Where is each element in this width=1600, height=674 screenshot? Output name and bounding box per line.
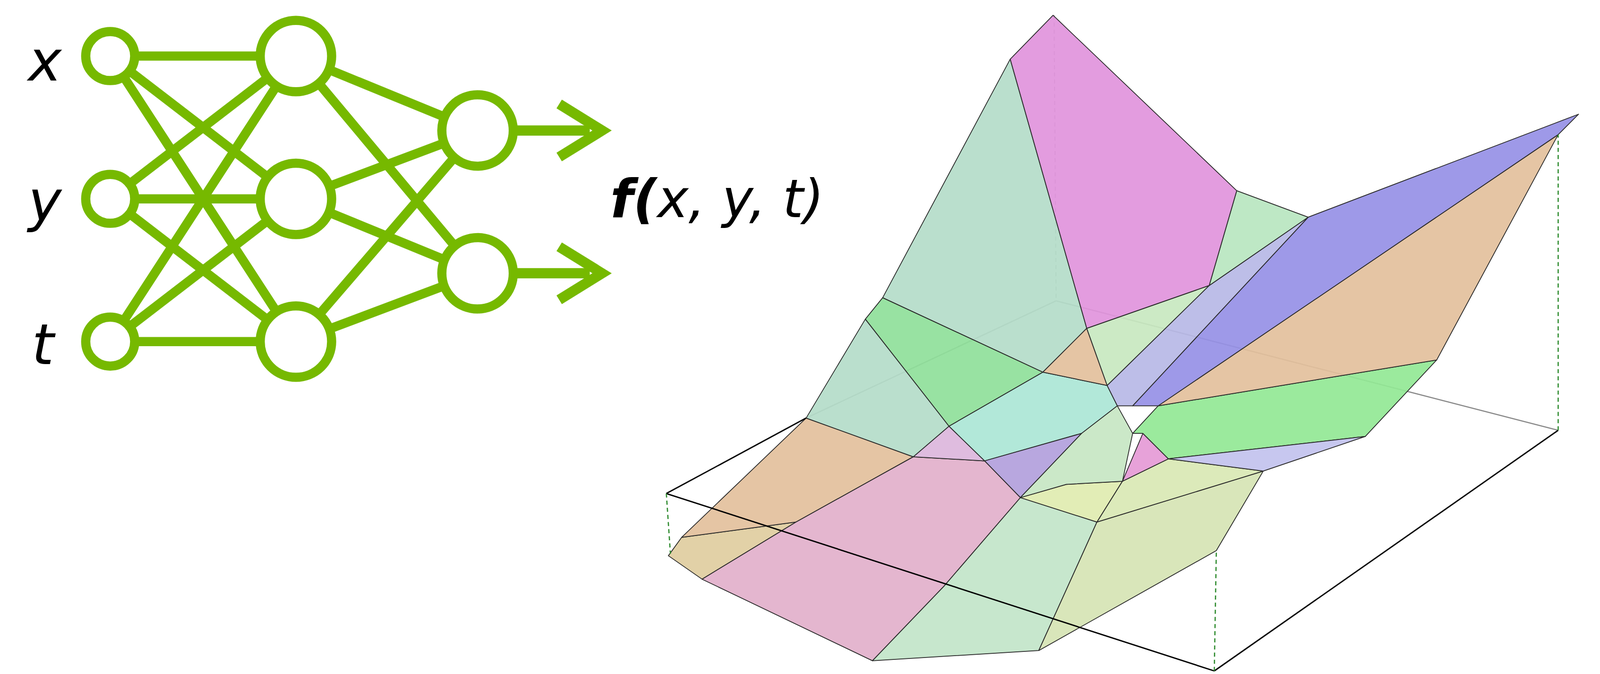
surface-facet [1010,15,1237,329]
input-neuron [85,31,135,81]
drop-line [666,493,671,554]
surface-facet [1168,436,1366,472]
input-neuron [85,316,135,366]
drop-line [1557,134,1560,431]
network-icon [85,20,602,378]
surface-plot [666,15,1579,671]
network-link [295,130,478,342]
drop-line [1214,550,1217,671]
hidden-neuron [259,305,332,378]
hidden-neuron [259,162,332,235]
output-neuron [441,94,514,167]
surface-facet [805,319,949,457]
output-arrowhead [559,104,602,158]
box-edge [666,418,807,494]
input-neuron [85,174,135,224]
input-label: x [28,32,62,90]
output-arrowhead [559,246,602,301]
function-label: f(x, y, t) [610,172,825,226]
hidden-neuron [259,20,332,92]
output-neuron [441,237,514,309]
box-edge [666,493,1215,672]
box-edge [1214,430,1559,672]
input-label: t [31,316,54,374]
surface-facet [1020,406,1133,498]
input-label: y [28,172,62,230]
